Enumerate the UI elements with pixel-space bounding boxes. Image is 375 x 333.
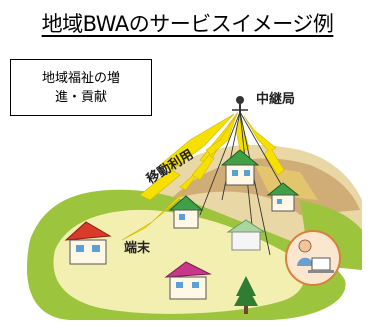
- field-stripes: [255, 165, 318, 200]
- callout-box: 地域福祉の増 進・貢献: [10, 59, 152, 116]
- beam-to-far-left: [139, 113, 235, 201]
- label-terminal: 端末: [124, 240, 151, 256]
- radio-beams: [121, 111, 285, 241]
- page-title: 地域BWAのサービスイメージ例: [41, 12, 334, 36]
- callout-line-1: 地域福祉の増: [41, 70, 120, 86]
- beam-to-right-house: [243, 115, 285, 176]
- house-right: [266, 182, 300, 212]
- house-magenta: [164, 261, 212, 300]
- house-green-left: [168, 195, 204, 229]
- tree: [234, 276, 258, 314]
- beam-to-left-house: [191, 115, 237, 181]
- hill-brown: [170, 158, 360, 215]
- house-right-middle: [226, 219, 266, 251]
- house-center: [220, 149, 260, 186]
- user-circle: [285, 230, 341, 286]
- house-red-terminal: [64, 221, 112, 265]
- label-base-station: 中継局: [256, 91, 295, 107]
- callout-line-2: 進・貢献: [54, 89, 107, 105]
